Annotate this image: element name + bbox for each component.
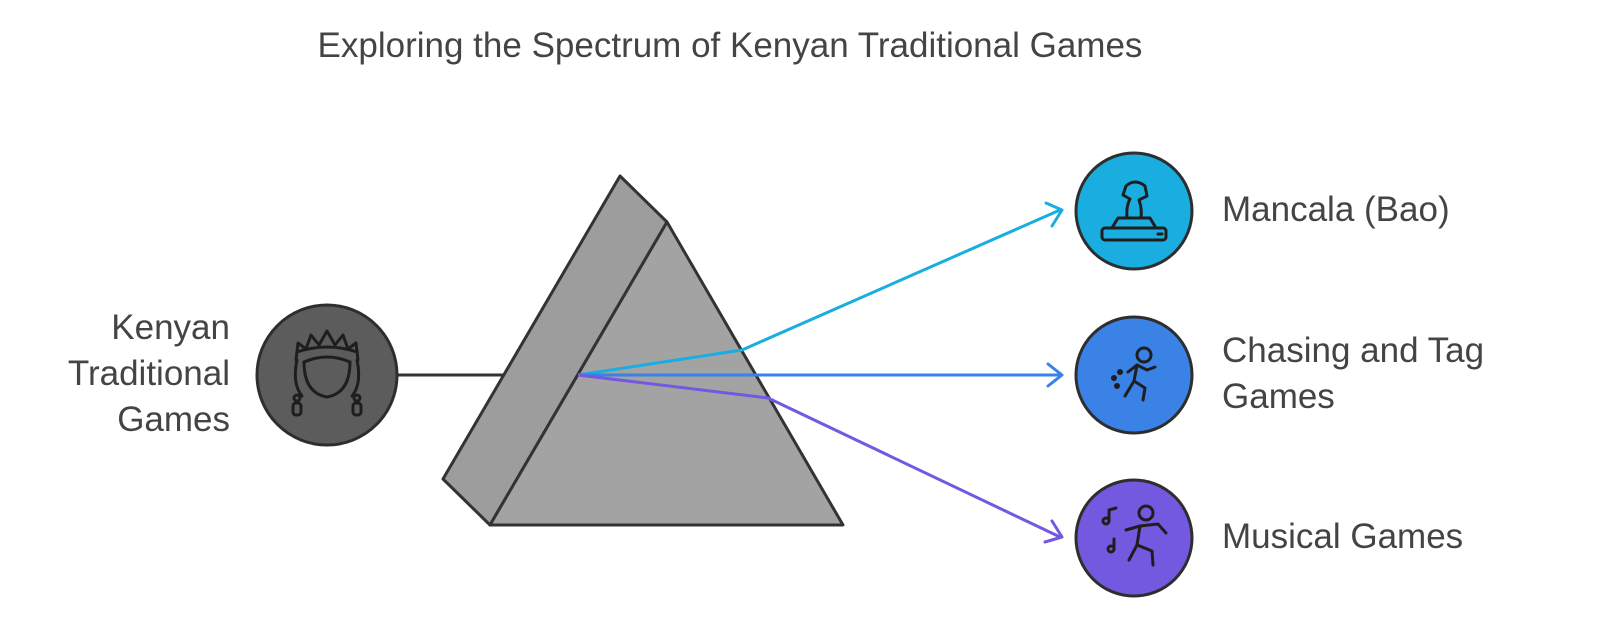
running-person-icon bbox=[1111, 346, 1157, 402]
source-label-line: Traditional bbox=[67, 354, 230, 393]
output-label-line: Chasing and Tag bbox=[1222, 331, 1485, 370]
source-node bbox=[255, 303, 399, 447]
output-label-line: Musical Games bbox=[1222, 517, 1464, 556]
diagram-title: Exploring the Spectrum of Kenyan Traditi… bbox=[317, 26, 1143, 65]
output-node-mancala bbox=[1074, 151, 1194, 271]
output-label-mancala: Mancala (Bao) bbox=[1222, 187, 1602, 233]
source-label: Kenyan Traditional Games bbox=[10, 305, 230, 443]
output-label-line: Games bbox=[1222, 377, 1335, 416]
output-label-musical: Musical Games bbox=[1222, 514, 1602, 560]
beam-mancala bbox=[577, 201, 1064, 377]
dancing-person-music-icon bbox=[1101, 504, 1168, 567]
output-node-chasing bbox=[1074, 315, 1194, 435]
board-game-piece-icon bbox=[1100, 180, 1168, 242]
output-label-chasing: Chasing and Tag Games bbox=[1222, 328, 1602, 420]
prism bbox=[441, 174, 845, 527]
beam-chasing bbox=[578, 362, 1064, 388]
beam-musical bbox=[577, 373, 1064, 544]
output-node-musical bbox=[1074, 478, 1194, 598]
woman-with-headdress-icon bbox=[291, 329, 363, 417]
source-label-line: Games bbox=[117, 400, 230, 439]
output-label-line: Mancala (Bao) bbox=[1222, 190, 1450, 229]
source-label-line: Kenyan bbox=[111, 308, 230, 347]
